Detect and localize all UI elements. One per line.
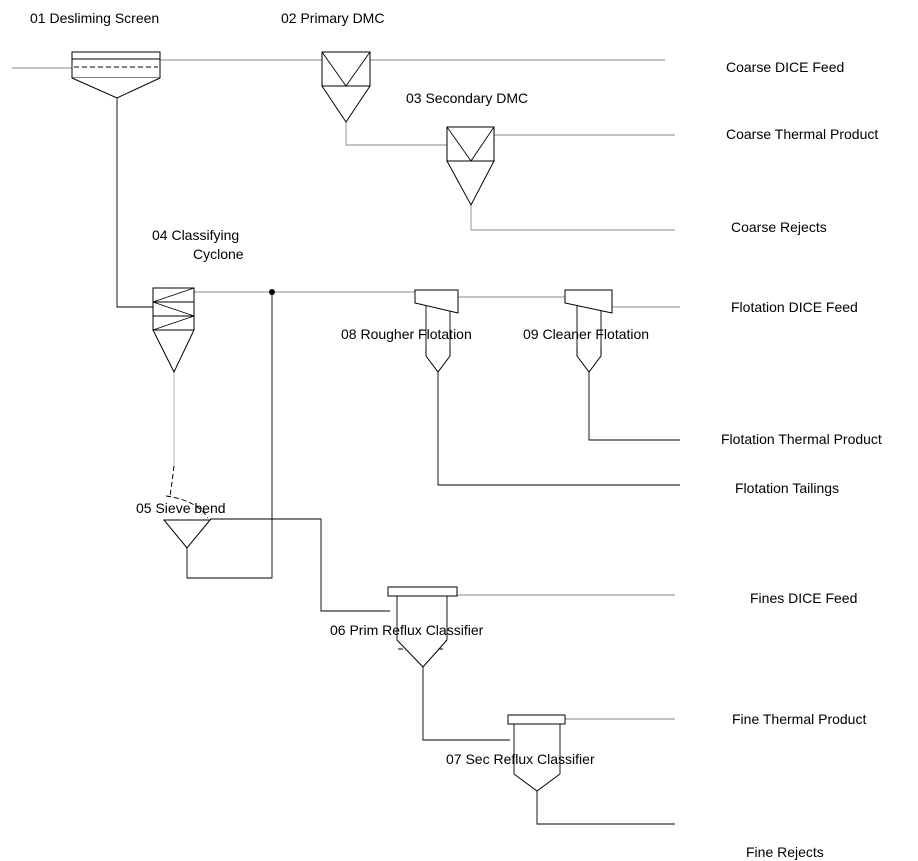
label-desliming-screen: 01 Desliming Screen: [30, 10, 159, 26]
label-coarse-thermal-product: Coarse Thermal Product: [726, 126, 878, 142]
stream-lines: [12, 59, 680, 825]
label-classifying-cyclone-line2: Cyclone: [193, 246, 244, 262]
product-labels: Coarse DICE Feed Coarse Thermal Product …: [721, 59, 882, 860]
label-coarse-dice-feed: Coarse DICE Feed: [726, 59, 844, 75]
stream-junction-node: [269, 289, 275, 295]
primary-dmc: [321, 51, 371, 123]
sec-reflux-classifier: [507, 714, 566, 792]
label-classifying-cyclone-line1: 04 Classifying: [152, 227, 239, 243]
screen-undersize-stream: [116, 97, 153, 308]
prim-reflux-classifier: [387, 586, 458, 668]
classifying-cyclone: [152, 287, 195, 374]
label-fine-rejects: Fine Rejects: [746, 844, 824, 860]
label-coarse-rejects: Coarse Rejects: [731, 219, 827, 235]
label-fine-thermal-product: Fine Thermal Product: [732, 711, 866, 727]
desliming-screen: [71, 51, 161, 99]
label-sec-reflux-classifier: 07 Sec Reflux Classifier: [446, 751, 595, 767]
label-flotation-dice-feed: Flotation DICE Feed: [731, 299, 858, 315]
label-sieve-bend: 05 Sieve bend: [136, 500, 226, 516]
label-fines-dice-feed: Fines DICE Feed: [750, 590, 857, 606]
label-rougher-flotation: 08 Rougher Flotation: [341, 326, 472, 342]
secondary-dmc: [446, 126, 495, 207]
fine-rejects-stream: [536, 791, 675, 825]
label-cleaner-flotation: 09 Cleaner Flotation: [523, 326, 649, 342]
rougher-flotation-cell: [414, 289, 459, 373]
unit-labels: 01 Desliming Screen 02 Primary DMC 03 Se…: [30, 10, 649, 767]
label-prim-reflux-classifier: 06 Prim Reflux Classifier: [330, 622, 484, 638]
label-secondary-dmc: 03 Secondary DMC: [406, 90, 528, 106]
coarse-rejects-stream: [470, 205, 675, 231]
label-flotation-thermal-product: Flotation Thermal Product: [721, 431, 882, 447]
cleaner-flotation-cell: [564, 289, 613, 373]
sieve-bend-overflow-stream: [210, 518, 390, 612]
flotation-thermal-stream: [588, 372, 680, 441]
label-flotation-tailings: Flotation Tailings: [735, 480, 839, 496]
prim-reflux-underflow-stream: [422, 667, 510, 741]
primary-dmc-underflow-stream: [345, 122, 447, 146]
label-primary-dmc: 02 Primary DMC: [281, 10, 384, 26]
sieve-bend: [162, 465, 212, 549]
flotation-tailings-stream: [437, 372, 680, 486]
sieve-bend-recycle-stream: [186, 292, 273, 579]
